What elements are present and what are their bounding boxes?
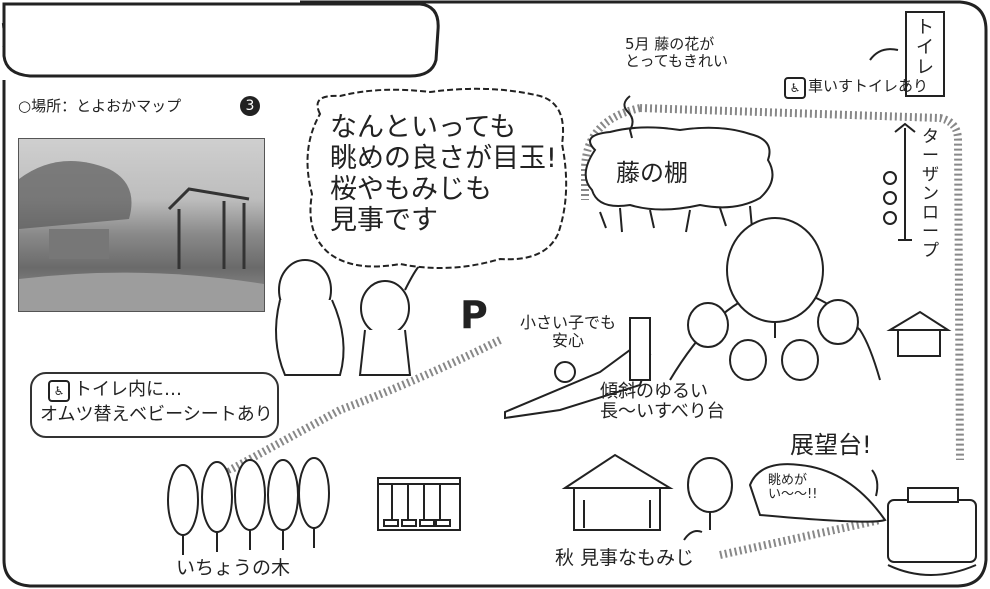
- swings: [377, 477, 461, 531]
- wisteria-note: 5月 藤の花が とってもきれい: [625, 35, 729, 70]
- view-note: 眺めが い～～!!: [768, 473, 818, 503]
- wheelchair-icon: ♿: [48, 380, 70, 402]
- speech-bubble-text: なんといっても 眺めの良さが目玉! 桜やもみじも 見事です: [330, 112, 557, 236]
- small-children-note: 小さい子でも 安心: [520, 313, 617, 350]
- toilet-sign-text: トイレ: [916, 17, 934, 78]
- observation-deck-label: 展望台!: [790, 431, 872, 459]
- diaper-note-line2: オムツ替えベビーシートあり: [40, 404, 273, 425]
- title-box: [2, 2, 440, 78]
- park-photo: [18, 138, 265, 312]
- shelter: [886, 310, 952, 331]
- view-bubble: [748, 463, 887, 523]
- diaper-note-line1: トイレ内に…: [74, 379, 182, 400]
- pavilion: [561, 453, 674, 531]
- toilet-sign: [905, 11, 945, 97]
- tree: [726, 217, 824, 323]
- map-number-badge: 3: [240, 96, 260, 116]
- tarzan-rope-label: ターザンロープ: [922, 127, 939, 261]
- maple-label: 秋 見事なもみじ: [555, 547, 695, 569]
- wisteria-label: 藤の棚: [616, 159, 688, 187]
- observation-deck: [887, 487, 977, 576]
- slide-note: 傾斜のゆるい 長～いすべり台: [600, 381, 725, 422]
- wheelchair-toilet-note: 車いすトイレあり: [808, 77, 929, 95]
- parking-label: P: [460, 293, 488, 337]
- wheelchair-icon: ♿: [784, 77, 806, 99]
- mother-child-illustration: [275, 259, 421, 376]
- speech-bubble-shape: [306, 87, 568, 269]
- maple-tree: [687, 457, 733, 513]
- ginkgo-trees: [167, 457, 330, 555]
- wisteria-trellis: [584, 126, 774, 211]
- ginkgo-label: いちょうの木: [176, 557, 291, 579]
- diaper-note-box: [30, 372, 279, 438]
- location-label: ○場所：とよおかマップ: [18, 97, 182, 115]
